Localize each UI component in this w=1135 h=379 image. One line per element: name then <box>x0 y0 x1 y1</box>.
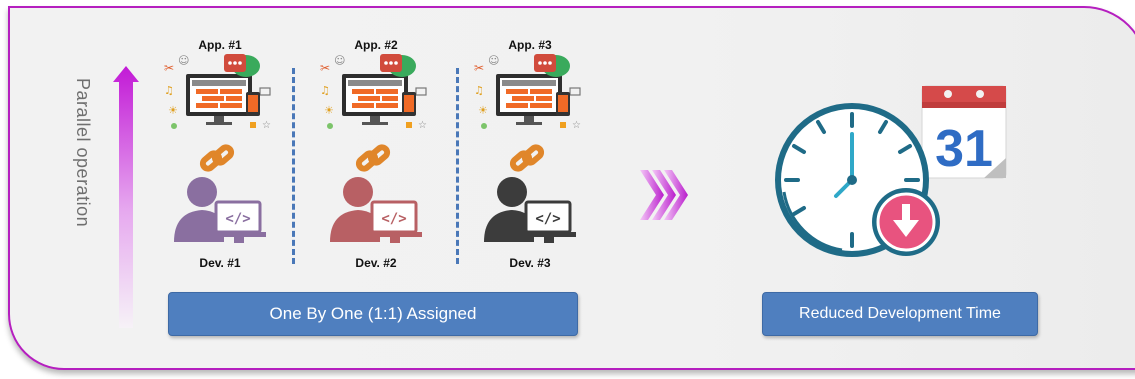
svg-text:31: 31 <box>935 120 993 178</box>
svg-text:✂: ✂ <box>164 61 174 75</box>
parallel-arrow <box>113 66 139 328</box>
parallel-operation-label: Parallel operation <box>73 78 93 228</box>
app-column-3: App. #3 ✂ ☺ ♫ ☀ ☆ </> <box>470 38 590 278</box>
svg-text:</>: </> <box>535 211 560 227</box>
web-app-icon: ✂ ☺ ♫ ☀ ☆ <box>320 54 427 131</box>
dev-label: Dev. #2 <box>355 256 397 270</box>
link-icon <box>509 144 545 172</box>
svg-text:♫: ♫ <box>164 84 174 97</box>
app-column-1: App. #1 ✂ ☺ ♫ ☀ ☆ </> <box>160 38 280 278</box>
svg-text:♫: ♫ <box>320 84 330 97</box>
svg-text:</>: </> <box>381 211 406 227</box>
svg-text:☺: ☺ <box>488 54 499 67</box>
svg-text:☺: ☺ <box>334 54 345 67</box>
svg-text:☀: ☀ <box>324 104 334 117</box>
svg-text:☆: ☆ <box>262 120 271 131</box>
svg-text:☀: ☀ <box>478 104 488 117</box>
link-icon <box>199 144 235 172</box>
svg-text:</>: </> <box>225 211 250 227</box>
chevron-right-icon <box>640 170 688 220</box>
app-label: App. #2 <box>354 38 398 52</box>
svg-text:♫: ♫ <box>474 84 484 97</box>
divider-2 <box>456 68 459 264</box>
developer-icon: </> <box>484 177 576 243</box>
dev-label: Dev. #1 <box>199 256 241 270</box>
web-app-icon: ✂ ☺ ♫ ☀ ☆ <box>164 54 271 131</box>
clock-calendar-icon: 31 <box>775 85 1007 257</box>
svg-text:☺: ☺ <box>178 54 189 67</box>
svg-text:☀: ☀ <box>168 104 178 117</box>
web-app-icon: ✂ ☺ ♫ ☀ ☆ <box>474 54 581 131</box>
svg-text:☆: ☆ <box>418 120 427 131</box>
one-by-one-assigned-button: One By One (1:1) Assigned <box>168 292 578 336</box>
developer-icon: </> <box>330 177 422 243</box>
app-label: App. #3 <box>508 38 552 52</box>
reduced-development-time-button: Reduced Development Time <box>762 292 1038 336</box>
svg-text:✂: ✂ <box>474 61 484 75</box>
divider-1 <box>292 68 295 264</box>
app-column-2: App. #2 ✂ ☺ ♫ ☀ ☆ </> <box>316 38 436 278</box>
link-icon <box>355 144 391 172</box>
svg-text:☆: ☆ <box>572 120 581 131</box>
calendar-icon: 31 <box>921 85 1007 179</box>
app-label: App. #1 <box>198 38 242 52</box>
svg-text:✂: ✂ <box>320 61 330 75</box>
dev-label: Dev. #3 <box>509 256 551 270</box>
download-arrow-icon <box>872 188 940 256</box>
developer-icon: </> <box>174 177 266 243</box>
